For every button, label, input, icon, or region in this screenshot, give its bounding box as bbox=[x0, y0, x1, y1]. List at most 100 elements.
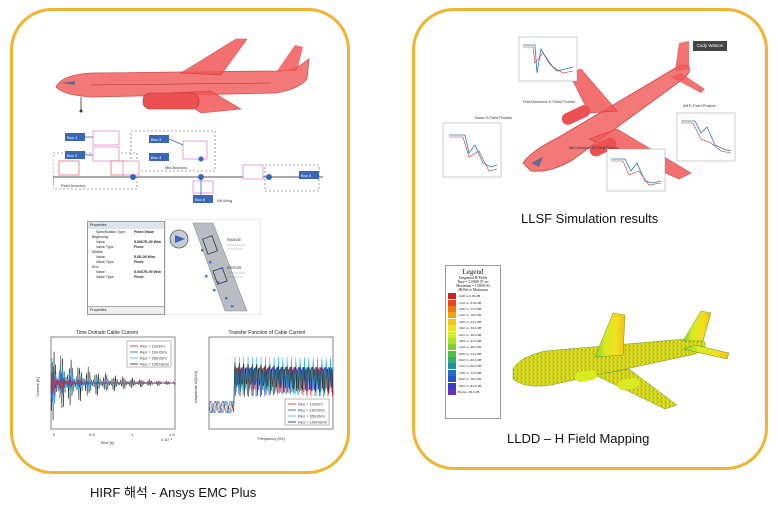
legend-entry-label: -42.0 to -36.0 dB bbox=[458, 332, 482, 337]
transfer-function-plot: Transfer Function of Cable Current Res =… bbox=[193, 330, 334, 441]
legend-entry: -24.0 to -18.0 dB bbox=[448, 312, 500, 319]
legend-entry: -66.0 to -60.0 dB bbox=[448, 357, 500, 364]
legend-maximum: Maximum = 1.085E-03 bbox=[456, 284, 490, 288]
property-key: Specification Type bbox=[96, 230, 126, 234]
legend-time: Time = 3.000E-07 sec bbox=[457, 280, 489, 284]
property-key: Value bbox=[96, 240, 105, 244]
llsf-aircraft-image: Nose E-Field Probes Field Avionics E-Fie… bbox=[442, 36, 736, 192]
caption-llsf: LLSF Simulation results bbox=[521, 211, 659, 226]
legend-entry: -48.0 to -42.0 dB bbox=[448, 337, 500, 344]
lldd-hfield-aircraft bbox=[512, 310, 730, 410]
plot-legend-label: Res = 100mΩ/m bbox=[140, 362, 170, 367]
freq-trace bbox=[208, 356, 334, 414]
svg-text:Box 1: Box 1 bbox=[67, 135, 78, 140]
label-mid-probes: Mid Avionics E-Field Probes bbox=[569, 145, 619, 150]
plot-legend-label: Res = 35mΩ/m bbox=[298, 414, 326, 419]
label-field-probes: Field Avionics E-Field Probes bbox=[523, 99, 575, 104]
legend-swatch bbox=[448, 325, 456, 332]
harness-box: Box 4 bbox=[149, 153, 169, 161]
legend-entry-label: -30.0 to -24.0 dB bbox=[458, 319, 482, 324]
caption-hirf: HIRF 해석 - Ansys EMC Plus bbox=[90, 485, 257, 500]
cable-callout-error: ERROR bbox=[227, 265, 242, 270]
time-tick: 0 bbox=[53, 432, 56, 437]
legend-entry-label: -66.0 to -60.0 dB bbox=[458, 358, 482, 363]
user-badge: Cody Watson bbox=[693, 41, 727, 51]
legend-swatch bbox=[448, 389, 456, 396]
legend-entry-label: -54.0 to -48.0 dB bbox=[458, 345, 482, 350]
property-row: Middle bbox=[90, 250, 162, 255]
svg-text:Box 5: Box 5 bbox=[301, 173, 312, 178]
plot-legend-label: Res = 10mΩ/m bbox=[140, 350, 168, 355]
legend-entry: -60.0 to -54.0 dB bbox=[448, 350, 500, 357]
legend-entry-label: -6.00 to 0.00 dB bbox=[458, 294, 481, 299]
legend-entry: -72.0 to -66.0 dB bbox=[448, 363, 500, 370]
property-key: Value Type bbox=[96, 245, 114, 249]
legend-swatch bbox=[448, 331, 456, 338]
plot-legend-label: Res = 35mΩ/m bbox=[140, 356, 168, 361]
legend-swatch bbox=[448, 318, 456, 325]
time-xlabel: Time [s] bbox=[100, 440, 114, 445]
legend-subtitle: Tangential H-Fields bbox=[458, 276, 488, 280]
legend-entry-label: Below -90.0 dB bbox=[458, 390, 480, 395]
freq-ylabel: Amplitude A/[V/m] bbox=[193, 371, 198, 403]
property-row: Specification Type Fixed Value bbox=[90, 230, 162, 235]
harness-box: Box 1 bbox=[65, 133, 85, 141]
legend-entry: -30.0 to -24.0 dB bbox=[448, 318, 500, 325]
time-ylabel: Current [A] bbox=[35, 377, 40, 396]
freq-plot-title: Transfer Function of Cable Current bbox=[228, 330, 306, 336]
probe-graph-right bbox=[676, 112, 736, 162]
legend-swatch bbox=[448, 344, 456, 351]
legend-swatch bbox=[448, 363, 456, 370]
property-value: Fixed Value bbox=[134, 230, 154, 234]
time-domain-plot: Time Domain Cable Current Res = 1mΩ/mRes… bbox=[35, 330, 175, 445]
property-row: End bbox=[90, 265, 162, 270]
svg-text:Aft Wing: Aft Wing bbox=[217, 198, 232, 203]
legend-entry: -12.0 to -6.00 dB bbox=[448, 299, 500, 306]
legend-entry-label: -72.0 to -66.0 dB bbox=[458, 364, 482, 369]
hirf-aircraft-image bbox=[55, 38, 310, 114]
harness-box: Box 2 bbox=[65, 151, 85, 159]
property-value: 5.0667E-09 W/m bbox=[134, 270, 162, 274]
probe-graph-top bbox=[518, 36, 578, 82]
legend-swatch bbox=[448, 382, 456, 389]
property-row: Value 5.0667E-09 W/m bbox=[90, 240, 162, 245]
properties-footer: Properties bbox=[88, 306, 164, 314]
freq-trace bbox=[208, 362, 334, 414]
legend-entry: -42.0 to -36.0 dB bbox=[448, 331, 500, 338]
property-row: Value Type Fixed bbox=[90, 245, 162, 250]
legend-swatch bbox=[448, 369, 456, 376]
property-value: 5.0667E-09 W/m bbox=[134, 240, 162, 244]
svg-text:Box 3: Box 3 bbox=[151, 137, 162, 142]
svg-text:Box 2: Box 2 bbox=[67, 153, 78, 158]
property-value: Fixed bbox=[134, 275, 144, 279]
property-key: Value Type bbox=[96, 275, 114, 279]
legend-swatch bbox=[448, 357, 456, 364]
legend-swatch bbox=[448, 312, 456, 319]
property-row: Value Type Fixed bbox=[90, 275, 162, 280]
legend-entry-label: -60.0 to -54.0 dB bbox=[458, 351, 482, 356]
property-value: Fixed bbox=[134, 245, 144, 249]
property-key: Beginning bbox=[92, 235, 108, 239]
property-key: Value bbox=[96, 270, 105, 274]
legend-swatch bbox=[448, 376, 456, 383]
property-row: Value 5.0667E-09 W/m bbox=[90, 270, 162, 275]
probe-graph-bottom bbox=[606, 148, 666, 192]
legend-entry-label: -48.0 to -42.0 dB bbox=[458, 338, 482, 343]
label-nose-probes: Nose E-Field Probes bbox=[475, 115, 512, 120]
harness-box: Box 6 bbox=[193, 195, 213, 203]
property-row: Beginning bbox=[90, 235, 162, 240]
cable-harness-schematic: Box 1 Box 2 Box 3 Box 4 Box 5 Box 6 Fiel… bbox=[53, 130, 323, 203]
harness-box: Box 3 bbox=[149, 135, 169, 143]
cable-callout-range: RANGE bbox=[227, 237, 242, 242]
legend-entry-label: -90.0 to -84.0 dB bbox=[458, 383, 482, 388]
legend-entry: -6.00 to 0.00 dB bbox=[448, 293, 500, 300]
legend-entry: Below -90.0 dB bbox=[448, 389, 500, 396]
time-exp: x 10⁻⁶ bbox=[161, 437, 173, 442]
time-tick: 0.5 bbox=[89, 432, 95, 437]
svg-text:Mid Avionics: Mid Avionics bbox=[165, 165, 187, 170]
legend-entry-label: -18.0 to -12.0 dB bbox=[458, 306, 482, 311]
legend-entry-label: -24.0 to -18.0 dB bbox=[458, 313, 482, 318]
